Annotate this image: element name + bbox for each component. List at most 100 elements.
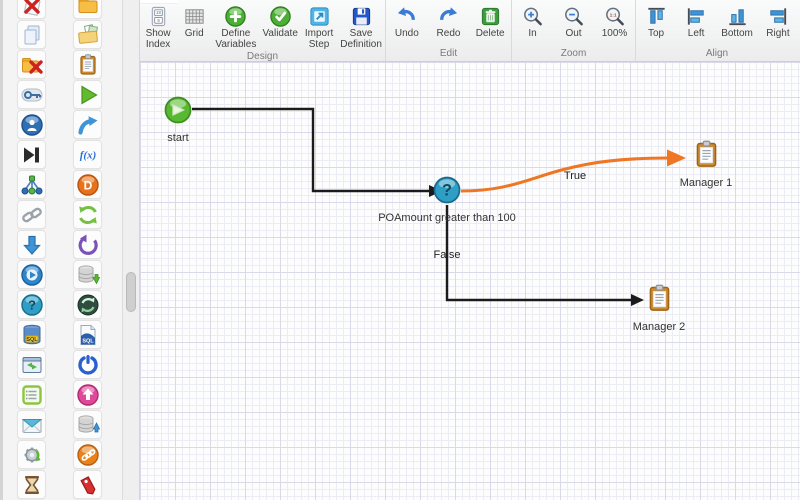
go-sphere-icon — [20, 263, 44, 287]
redo-button[interactable]: Redo — [431, 3, 465, 47]
question-sphere-icon: ? — [20, 293, 44, 317]
import-step-label: Import Step — [304, 28, 334, 50]
function-fx-icon: f(x) — [76, 143, 100, 167]
clipboard-icon — [76, 53, 100, 77]
zoom-100-icon: 1:1 — [603, 4, 627, 28]
palette-item-db-import[interactable] — [73, 410, 102, 439]
palette-item-power[interactable] — [73, 350, 102, 379]
edge-label-true: True — [563, 170, 587, 182]
palette-item-sql-document[interactable]: SQL — [73, 320, 102, 349]
zoom-out-button[interactable]: Out — [557, 3, 591, 47]
undo-button[interactable]: Undo — [390, 3, 424, 47]
align-right-icon — [766, 4, 790, 28]
node-label: Manager 1 — [679, 177, 733, 189]
redo-icon — [436, 4, 460, 28]
zoom-in-label: In — [528, 28, 537, 39]
define-variables-button[interactable]: Define Variables — [213, 3, 258, 50]
save-definition-button[interactable]: Save Definition — [338, 3, 384, 50]
upload-arrow-icon — [76, 113, 100, 137]
grid-button[interactable]: Grid — [177, 3, 211, 50]
palette-item-d-coin[interactable]: D — [73, 170, 102, 199]
palette-item-app-window[interactable] — [17, 350, 46, 379]
palette-item-db-export[interactable] — [73, 260, 102, 289]
pink-up-sphere-icon — [76, 383, 100, 407]
orange-links-sphere-icon — [76, 443, 100, 467]
zoom-100-button[interactable]: 1:1 100% — [598, 3, 632, 47]
palette-item-gear-refresh[interactable] — [17, 440, 46, 469]
palette-item-question-sphere[interactable]: ? — [17, 290, 46, 319]
connector-false[interactable] — [445, 205, 632, 302]
design-canvas[interactable]: True False start ? POAmount greater than… — [140, 62, 800, 500]
palette-item-chain-link[interactable] — [17, 200, 46, 229]
align-right-button[interactable]: Right — [761, 3, 795, 47]
user-sphere-icon — [20, 113, 44, 137]
palette-item-user-sphere[interactable] — [17, 110, 46, 139]
align-top-label: Top — [647, 28, 665, 39]
svg-text:18: 18 — [156, 10, 161, 15]
align-right-label: Right — [766, 28, 790, 39]
palette-item-play[interactable] — [73, 80, 102, 109]
ribbon-tab — [140, 0, 178, 4]
palette-scrollbar[interactable] — [122, 0, 140, 500]
question-sphere-icon: ? — [432, 175, 462, 210]
palette-item-list-form[interactable] — [17, 380, 46, 409]
validate-button[interactable]: Validate — [261, 3, 300, 50]
palette-item-go-sphere[interactable] — [17, 260, 46, 289]
palette-item-folder-images[interactable] — [73, 20, 102, 49]
palette-item-hourglass[interactable] — [17, 470, 46, 499]
node-manager1[interactable]: Manager 1 — [646, 139, 766, 189]
validate-label: Validate — [262, 28, 298, 39]
palette-item-sync-sphere[interactable] — [73, 290, 102, 319]
palette-scrollbar-thumb[interactable] — [126, 272, 136, 312]
palette-item-folder-delete[interactable] — [17, 50, 46, 79]
align-top-button[interactable]: Top — [639, 3, 673, 47]
svg-text:SQL: SQL — [26, 336, 38, 342]
palette-item-hierarchy[interactable] — [17, 170, 46, 199]
palette-item-delete-document[interactable] — [17, 0, 46, 19]
node-manager2[interactable]: Manager 2 — [599, 283, 719, 333]
palette-item-refresh-recycle[interactable] — [73, 200, 102, 229]
red-tag-icon — [76, 473, 100, 497]
rotate-back-icon — [76, 233, 100, 257]
align-top-icon — [644, 4, 668, 28]
node-start[interactable]: start — [133, 95, 223, 144]
palette-item-end-step[interactable] — [17, 140, 46, 169]
node-label: POAmount greater than 100 — [378, 212, 516, 224]
palette-item-sql-database[interactable]: SQL — [17, 320, 46, 349]
align-left-label: Left — [687, 28, 705, 39]
palette-item-copy-documents[interactable] — [17, 20, 46, 49]
node-decision[interactable]: ? POAmount greater than 100 — [372, 175, 522, 224]
undo-label: Undo — [394, 28, 419, 39]
connector-true-arrowhead — [667, 149, 686, 167]
palette-item-key[interactable] — [17, 80, 46, 109]
sql-database-icon: SQL — [20, 323, 44, 347]
gear-refresh-icon — [20, 443, 44, 467]
zoom-in-button[interactable]: In — [516, 3, 550, 47]
palette-item-pink-up-sphere[interactable] — [73, 380, 102, 409]
import-step-button[interactable]: Import Step — [302, 3, 336, 50]
palette-item-function-fx[interactable]: f(x) — [73, 140, 102, 169]
palette-item-download-arrow[interactable] — [17, 230, 46, 259]
align-left-button[interactable]: Left — [679, 3, 713, 47]
align-group-label: Align — [705, 48, 729, 59]
palette-item-rotate-back[interactable] — [73, 230, 102, 259]
connector-start-decision[interactable] — [192, 107, 430, 193]
hierarchy-icon — [20, 173, 44, 197]
align-bottom-button[interactable]: Bottom — [719, 3, 755, 47]
palette-item-orange-links-sphere[interactable] — [73, 440, 102, 469]
palette-item-red-tag[interactable] — [73, 470, 102, 499]
connector-true[interactable] — [460, 156, 669, 193]
palette-item-clipboard[interactable] — [73, 50, 102, 79]
palette-item-folder[interactable] — [73, 0, 102, 19]
delete-button[interactable]: Delete — [473, 3, 507, 47]
save-floppy-icon — [349, 4, 373, 28]
palette-item-upload-arrow[interactable] — [73, 110, 102, 139]
folder-delete-icon — [20, 53, 44, 77]
palette-item-mail-envelope[interactable] — [17, 410, 46, 439]
svg-text:?: ? — [28, 297, 36, 312]
toolbar-group-zoom: In Out 1:1 100% Zoom — [512, 0, 636, 61]
hourglass-icon — [20, 473, 44, 497]
